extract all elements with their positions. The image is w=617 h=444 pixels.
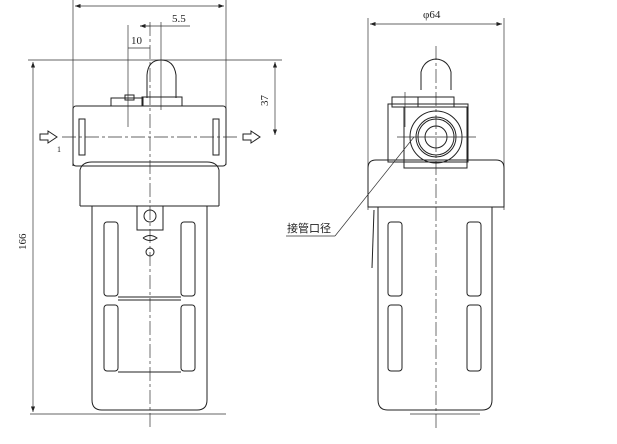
dim-port-offset: 5.5 xyxy=(172,13,186,25)
inlet-mark: 1 xyxy=(57,145,61,154)
dim-port-height: 37 xyxy=(259,95,271,107)
dim-knob-offset: 10 xyxy=(131,35,143,47)
port-size-callout: 接管口径 xyxy=(287,221,331,235)
front-view: 5.5 10 37 166 1 xyxy=(17,0,282,430)
dim-diameter: φ64 xyxy=(423,9,441,21)
side-view: 接管口径 φ64 xyxy=(286,9,505,430)
dim-overall-height: 166 xyxy=(17,233,29,250)
